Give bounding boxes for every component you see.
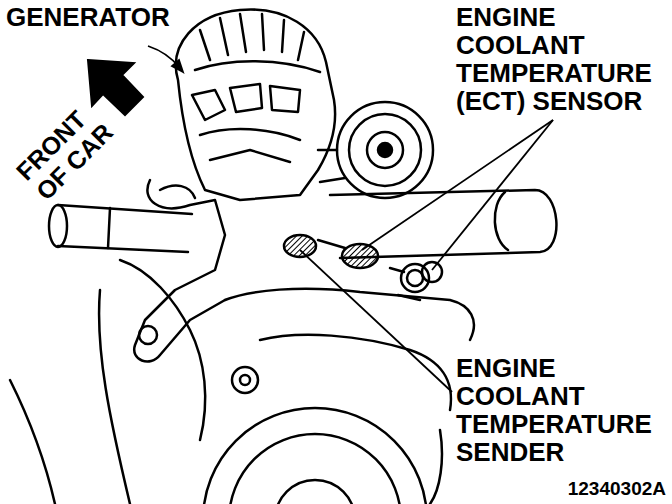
line-art [367, 132, 403, 168]
part-label: GENERATOR [6, 2, 206, 32]
line-art [139, 326, 157, 344]
line-art [200, 14, 304, 60]
line-art [318, 150, 345, 182]
line-art [430, 430, 442, 504]
line-art [318, 240, 345, 248]
line-art [160, 186, 195, 198]
line-art [240, 375, 250, 385]
line-art [337, 102, 433, 198]
leader-line [432, 120, 553, 270]
line-art [192, 84, 300, 120]
line-art [275, 480, 355, 504]
line-art [260, 335, 451, 410]
line-art [176, 10, 335, 200]
line-art [108, 208, 110, 248]
line-art [284, 235, 316, 257]
line-art [378, 143, 392, 157]
line-art [203, 408, 427, 504]
part-label: ENGINE COOLANT TEMPERATURE (ECT) SENSOR [456, 3, 666, 115]
line-art [10, 380, 55, 504]
line-art [134, 180, 225, 362]
line-art [99, 290, 130, 504]
line-art [495, 192, 508, 250]
line-art [349, 114, 421, 186]
leader-arrowhead [172, 60, 183, 72]
line-art [422, 262, 442, 282]
line-art [232, 367, 258, 393]
part-label: ENGINE COOLANT TEMPERATURE SENDER [456, 354, 666, 466]
line-art [58, 205, 192, 252]
line-art [407, 270, 423, 286]
line-art [229, 434, 401, 504]
line-art [49, 205, 67, 247]
line-art [120, 260, 205, 440]
line-art [195, 61, 320, 72]
line-art [200, 129, 300, 162]
direction-label: FRONT OF CAR [11, 87, 130, 206]
line-art [342, 244, 378, 268]
figure-number: 12340302A [540, 478, 666, 500]
leader-line [300, 250, 452, 392]
leader-line [362, 120, 553, 250]
direction-arrow [88, 60, 143, 115]
